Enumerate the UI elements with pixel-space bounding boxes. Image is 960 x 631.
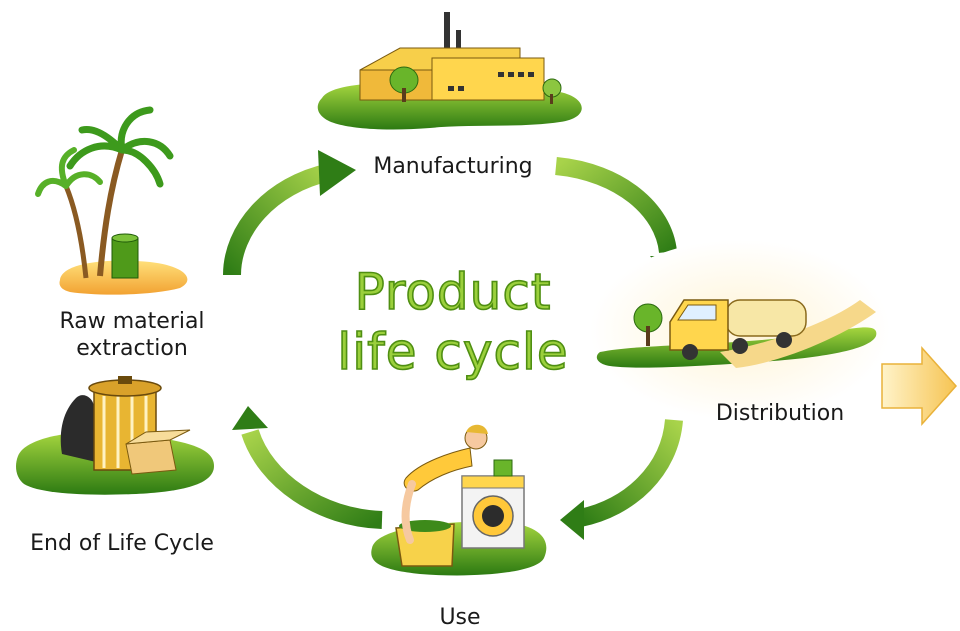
stage-label-use: Use (439, 605, 481, 630)
stage-label-manufacturing: Manufacturing (373, 154, 533, 179)
truck-illustration (590, 240, 890, 420)
stage-label-end-of-life: End of Life Cycle (30, 531, 214, 556)
diagram-title: Product life cycle (318, 262, 588, 382)
stage-label-raw-material-line2: extraction (76, 336, 188, 361)
washing-machine-illustration (371, 424, 547, 576)
arrow-distribution-to-use (560, 418, 683, 540)
palm-island-illustration (35, 106, 188, 295)
stage-label-raw-material-line1: Raw material (59, 309, 205, 334)
waste-illustration (16, 376, 214, 495)
stage-label-distribution: Distribution (715, 401, 845, 426)
diagram-title-line1: Product (354, 262, 552, 322)
export-arrow (881, 346, 958, 426)
diagram-title-line2: life cycle (337, 322, 569, 382)
arrow-raw-to-manufacturing (223, 150, 356, 276)
factory-illustration (317, 12, 582, 130)
arrow-use-to-end-of-life (232, 406, 383, 529)
